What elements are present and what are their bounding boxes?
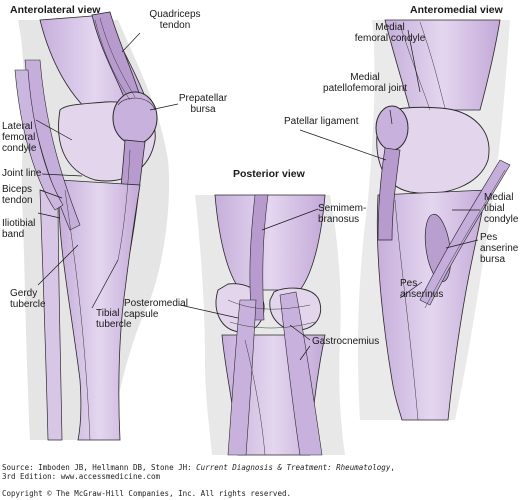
copyright-notice: Copyright © The McGraw-Hill Companies, I… <box>2 489 291 498</box>
source-edition: 3rd Edition: www.accessmedicine.com <box>2 472 161 481</box>
anteromedial-view-title: Anteromedial view <box>410 4 503 16</box>
label-patellar-ligament: Patellar ligament <box>284 116 359 127</box>
label-joint-line: Joint line <box>2 168 42 179</box>
label-lateral-femoral-condyle: Lateral femoral condyle <box>2 121 37 154</box>
leader-lines <box>35 29 480 361</box>
label-medial-tibial-condyle: Medial tibial condyle <box>484 192 519 225</box>
label-biceps-tendon: Biceps tendon <box>2 184 33 206</box>
label-iliotibial-band: Iliotibial band <box>2 218 36 240</box>
source-suffix: , <box>390 463 395 472</box>
label-medial-patellofemoral-joint: Medial patellofemoral joint <box>323 72 407 94</box>
posterior-view-title: Posterior view <box>233 168 305 180</box>
label-tibial-tubercle: Tibial tubercle <box>96 308 132 330</box>
source-book-title: Current Diagnosis & Treatment: Rheumatol… <box>196 463 391 472</box>
label-medial-femoral-condyle: Medial femoral condyle <box>354 22 426 44</box>
label-prepatellar-bursa: Prepatellar bursa <box>178 93 228 115</box>
label-posteromedial-capsule: Posteromedial capsule <box>124 298 188 320</box>
label-pes-anserine-bursa: Pes anserine bursa <box>480 232 519 265</box>
label-pes-anserinus: Pes anserinus <box>400 278 444 300</box>
anteromedial-knee-drawing <box>357 19 511 421</box>
source-prefix: Source: Imboden JB, Hellmann DB, Stone J… <box>2 463 197 472</box>
anterolateral-view-title: Anterolateral view <box>10 4 101 16</box>
label-gerdy-tubercle: Gerdy tubercle <box>10 288 46 310</box>
label-quadriceps-tendon: Quadriceps tendon <box>149 9 201 31</box>
posterior-knee-drawing <box>195 194 345 456</box>
label-semimembranosus: Semimem- branosus <box>318 203 367 225</box>
label-gastrocnemius: Gastrocnemius <box>312 336 380 347</box>
anterolateral-knee-drawing <box>14 11 170 441</box>
source-citation: Source: Imboden JB, Hellmann DB, Stone J… <box>2 463 395 481</box>
